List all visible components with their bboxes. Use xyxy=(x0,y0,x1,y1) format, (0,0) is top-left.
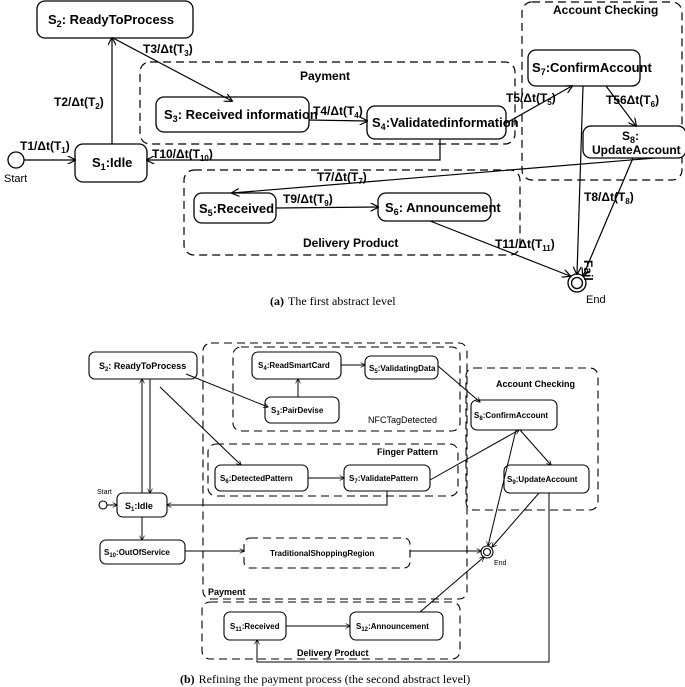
transition-labels-a: T1/Δt(T1) T2/Δt(T2) T3/Δt(T3) T4/Δt(T4) … xyxy=(20,42,659,281)
start-label-a: Start xyxy=(4,173,27,185)
state-s6-b: S6:DetectedPattern xyxy=(214,464,309,492)
state-s5-b: S5:ValidatingData xyxy=(364,355,439,380)
region-nfc-b: NFCTagDetected xyxy=(232,346,461,432)
start-node-b xyxy=(98,500,108,510)
region-payment-label-b: Payment xyxy=(208,587,246,597)
state-s1-b: S1:Idle xyxy=(116,492,168,518)
state-s6-a: S6: Announcement xyxy=(377,192,501,222)
svg-text:S9:UpdateAccount: S9:UpdateAccount xyxy=(507,475,578,486)
start-label-b: Start xyxy=(97,489,112,496)
svg-text:S3:PairDevise: S3:PairDevise xyxy=(271,406,324,417)
svg-text:S1:Idle: S1:Idle xyxy=(92,155,132,172)
end-label-b: End xyxy=(494,560,507,567)
end-node-b xyxy=(480,545,494,559)
svg-text:S5:Received: S5:Received xyxy=(199,201,274,218)
svg-text:S11:Received: S11:Received xyxy=(230,622,280,633)
region-payment-a: Payment xyxy=(139,61,516,145)
region-payment-label: Payment xyxy=(300,69,350,83)
label-t2-a: T2/Δt(T2) xyxy=(54,95,104,111)
region-delivery-a: Delivery Product xyxy=(183,169,521,256)
region-finger-label: Finger Pattern xyxy=(377,447,438,457)
svg-text:S12:Announcement: S12:Announcement xyxy=(356,622,429,633)
svg-text:S2: ReadyToProcess: S2: ReadyToProcess xyxy=(48,12,174,29)
label-t8-a: T8/Δt(T8) xyxy=(584,190,634,206)
state-s10-b: S10:OutOfService xyxy=(99,539,186,565)
region-account-checking-label-b: Account Checking xyxy=(496,379,575,389)
region-finger-b: Finger Pattern xyxy=(207,443,459,497)
state-s8-b: S8:ConfirmAccount xyxy=(470,399,558,431)
svg-text:S8:: S8: xyxy=(622,129,639,145)
label-t1-a: T1/Δt(T1) xyxy=(20,139,70,155)
state-s8-a: S8: UpdateAccount xyxy=(582,125,685,159)
caption-b: (b)Refining the payment process (the sec… xyxy=(180,672,470,686)
state-s1-a: S1:Idle xyxy=(74,143,148,183)
region-account-checking-b: Account Checking xyxy=(465,367,599,511)
svg-text:S5:ValidatingData: S5:ValidatingData xyxy=(369,364,436,375)
svg-text:S6: Announcement: S6: Announcement xyxy=(385,200,501,217)
label-t56-a: T56Δt(T6) xyxy=(606,93,659,109)
svg-text:S8:ConfirmAccount: S8:ConfirmAccount xyxy=(474,411,548,422)
svg-text:S2: ReadyToProcess: S2: ReadyToProcess xyxy=(99,361,186,373)
state-s3-a: S3: Received information xyxy=(155,96,318,133)
caption-a: (a)The first abstract level xyxy=(270,294,396,308)
svg-text:S4:Validatedinformation: S4:Validatedinformation xyxy=(372,115,519,132)
state-s5-a: S5:Received xyxy=(193,192,277,224)
region-account-checking-a: Account Checking xyxy=(521,1,683,181)
transitions-b xyxy=(107,365,551,663)
state-traditional-shopping-b: TraditionalShoppingRegion xyxy=(243,537,411,569)
svg-text:S1:Idle: S1:Idle xyxy=(125,501,153,513)
state-s11-b: S11:Received xyxy=(223,611,287,641)
region-delivery-b: Delivery Product xyxy=(201,601,461,660)
diagram-a: Payment Account Checking Delivery Produc… xyxy=(4,0,685,306)
transitions-a xyxy=(24,38,656,276)
svg-text:S7:ConfirmAccount: S7:ConfirmAccount xyxy=(532,60,653,77)
svg-text:S7:ValidatePattern: S7:ValidatePattern xyxy=(349,474,418,485)
svg-text:UpdateAccount: UpdateAccount xyxy=(592,143,681,157)
region-account-checking-label: Account Checking xyxy=(553,3,658,17)
region-nfc-label: NFCTagDetected xyxy=(368,415,437,425)
svg-text:S6:DetectedPattern: S6:DetectedPattern xyxy=(220,474,293,485)
label-fail-a: Fail xyxy=(581,260,595,281)
label-t10-a: T10/Δt(T10) xyxy=(152,147,213,163)
state-s2-a: S2: ReadyToProcess xyxy=(36,0,194,39)
svg-text:S10:OutOfService: S10:OutOfService xyxy=(104,548,170,559)
label-t11-a: T11/Δt(T11) xyxy=(495,237,555,253)
region-delivery-label: Delivery Product xyxy=(303,236,398,250)
diagram-b: Payment NFCTagDetected Finger Pattern Ac… xyxy=(88,342,599,663)
state-s4-b: S4:ReadSmartCard xyxy=(251,351,342,380)
label-t5-a: T5/Δt(T5) xyxy=(506,91,556,107)
label-t7-a: T7/Δt(T7) xyxy=(317,170,367,186)
state-s12-b: S12:Announcement xyxy=(349,611,444,641)
region-delivery-label-b: Delivery Product xyxy=(297,648,369,658)
end-label-a: End xyxy=(586,294,606,306)
region-payment-b: Payment xyxy=(202,342,468,600)
label-t3-a: T3/Δt(T3) xyxy=(143,42,193,58)
svg-text:S4:ReadSmartCard: S4:ReadSmartCard xyxy=(258,361,330,372)
state-s9-b: S9:UpdateAccount xyxy=(503,464,590,494)
svg-text:S3: Received information: S3: Received information xyxy=(164,107,318,124)
state-s7-b: S7:ValidatePattern xyxy=(343,464,431,492)
svg-text:TraditionalShoppingRegion: TraditionalShoppingRegion xyxy=(270,549,375,558)
label-t4-a: T4/Δt(T4) xyxy=(313,104,363,120)
state-s2-b: S2: ReadyToProcess xyxy=(88,351,198,380)
state-s7-a: S7:ConfirmAccount xyxy=(527,49,653,87)
state-s3-b: S3:PairDevise xyxy=(264,396,340,424)
label-t9-a: T9/Δt(T9) xyxy=(283,192,333,208)
state-s4-a: S4:Validatedinformation xyxy=(366,105,519,140)
start-node-a xyxy=(7,151,25,169)
